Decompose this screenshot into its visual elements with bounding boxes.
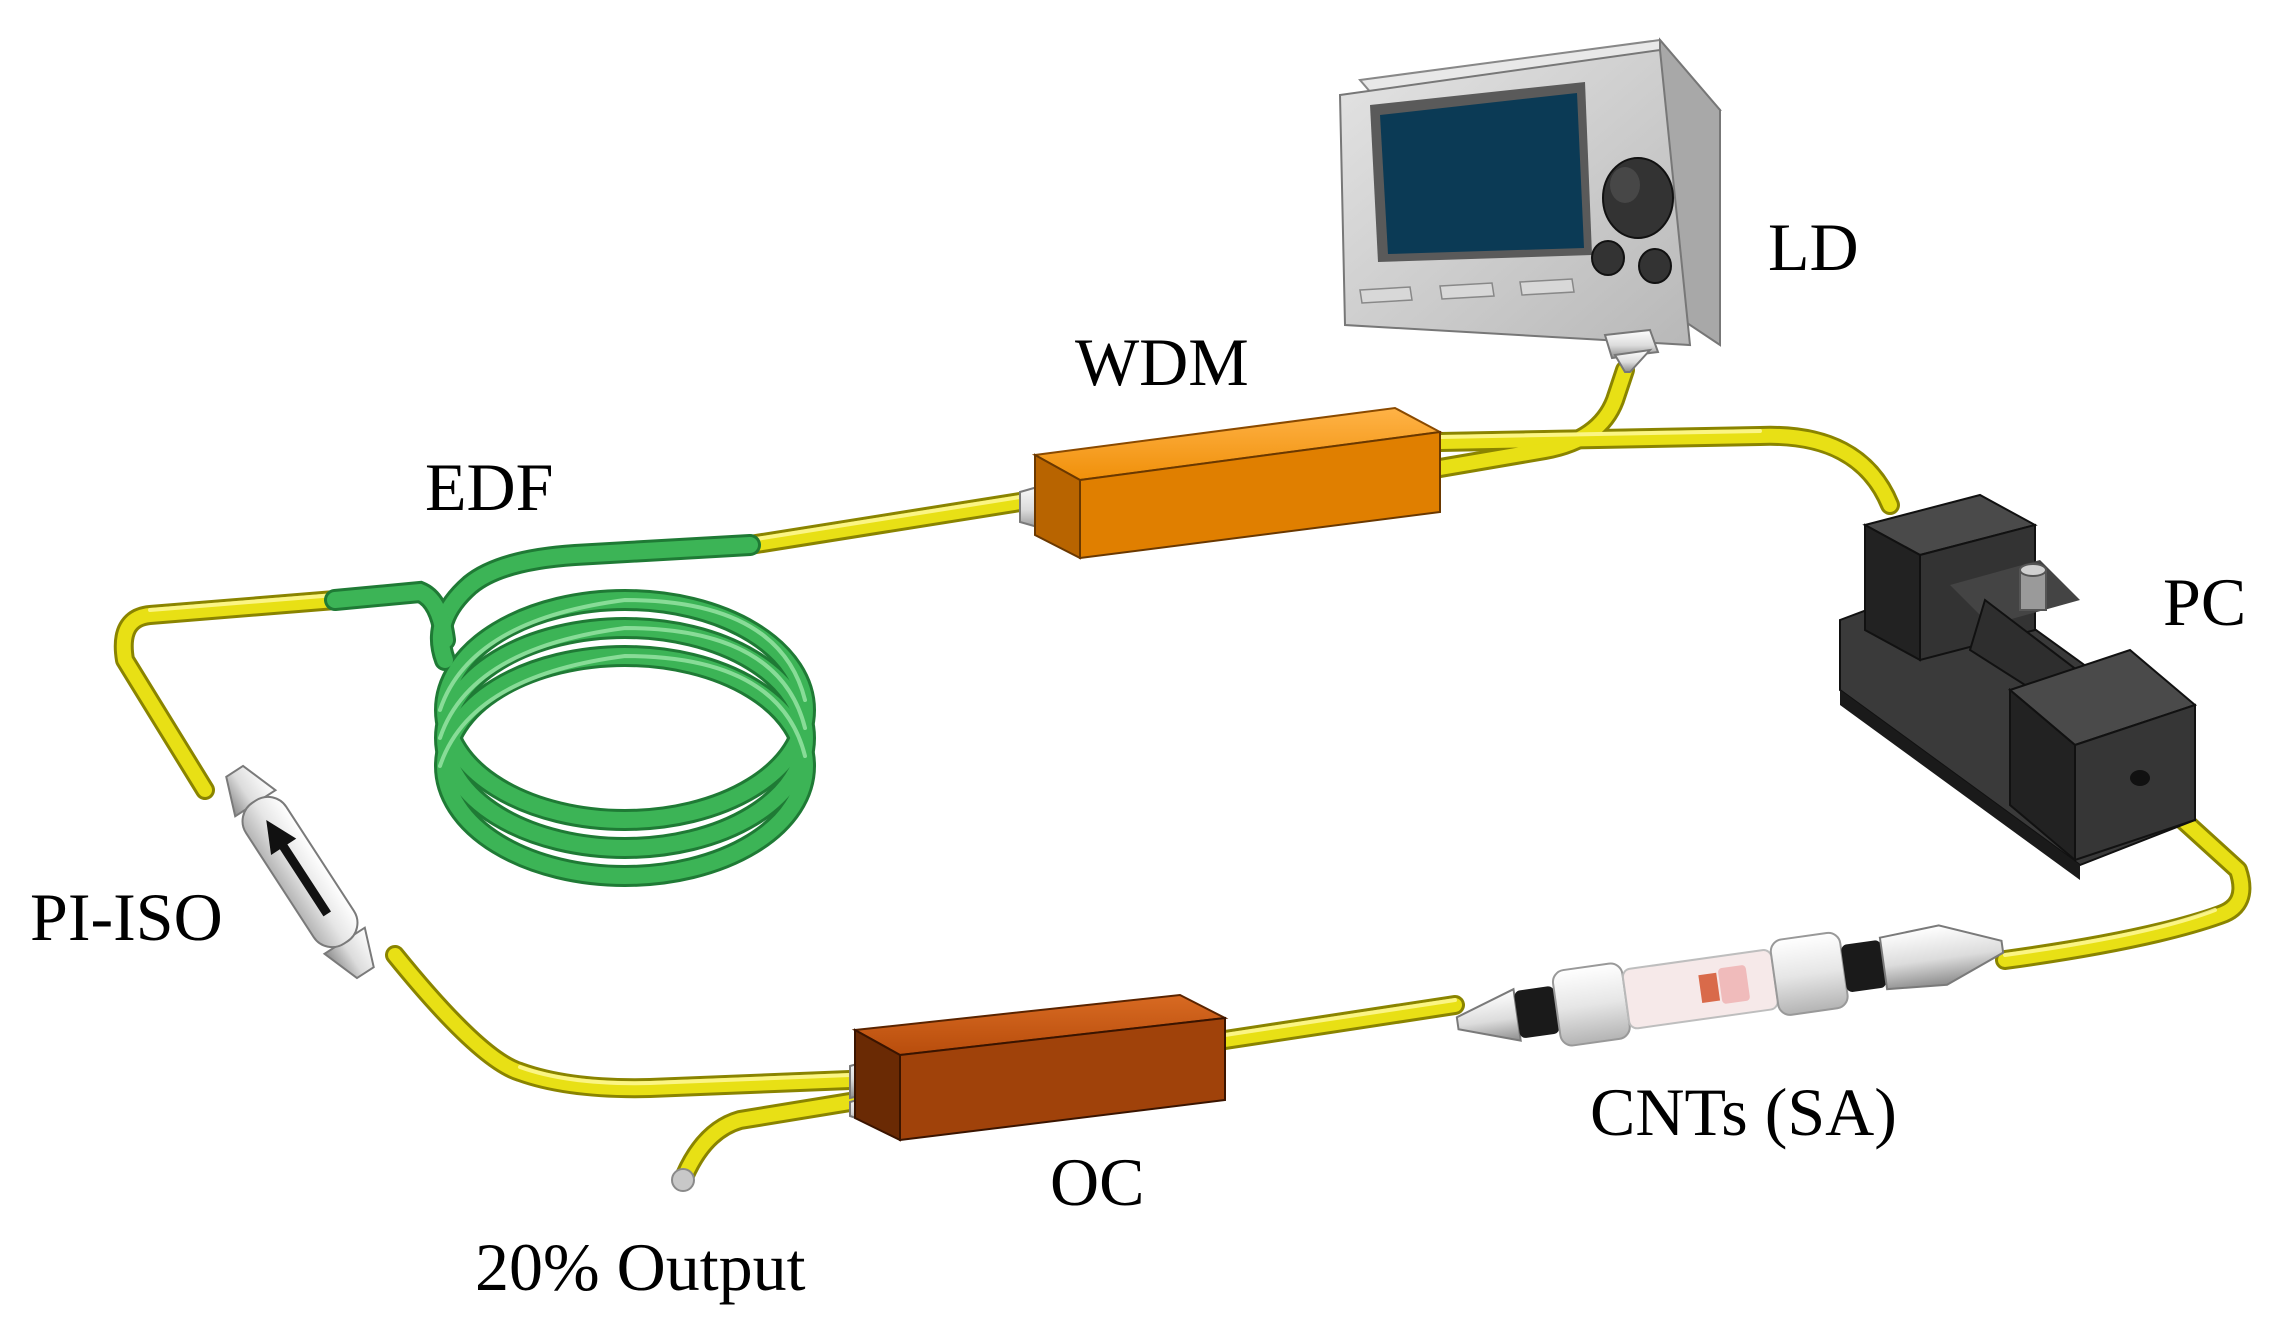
label-edf: EDF	[425, 449, 553, 525]
ld-knob-icon	[1591, 157, 1674, 284]
edf-fiber	[324, 534, 816, 887]
fiber-path	[113, 360, 2252, 1192]
pc-polarization-controller	[1839, 493, 2198, 880]
labels: LD WDM EDF PC PI-ISO CNTs (SA) OC 20% Ou…	[30, 209, 2246, 1305]
label-pc: PC	[2163, 564, 2246, 640]
direction-arrow-icon	[266, 820, 332, 917]
pi-iso-isolator	[225, 764, 375, 980]
ld-screen	[1370, 82, 1592, 262]
label-cnts: CNTs (SA)	[1590, 1074, 1897, 1150]
label-ld: LD	[1768, 209, 1859, 285]
ld-buttons	[1359, 278, 1575, 304]
label-pi-iso: PI-ISO	[30, 879, 223, 955]
ld-laser-diode	[1338, 37, 1722, 373]
wdm-coupler	[1019, 406, 1444, 560]
label-wdm: WDM	[1075, 324, 1249, 400]
cnts-sa-holder	[1455, 924, 2005, 1047]
label-output: 20% Output	[475, 1229, 806, 1305]
label-oc: OC	[1050, 1144, 1144, 1220]
oc-coupler	[849, 993, 1229, 1142]
